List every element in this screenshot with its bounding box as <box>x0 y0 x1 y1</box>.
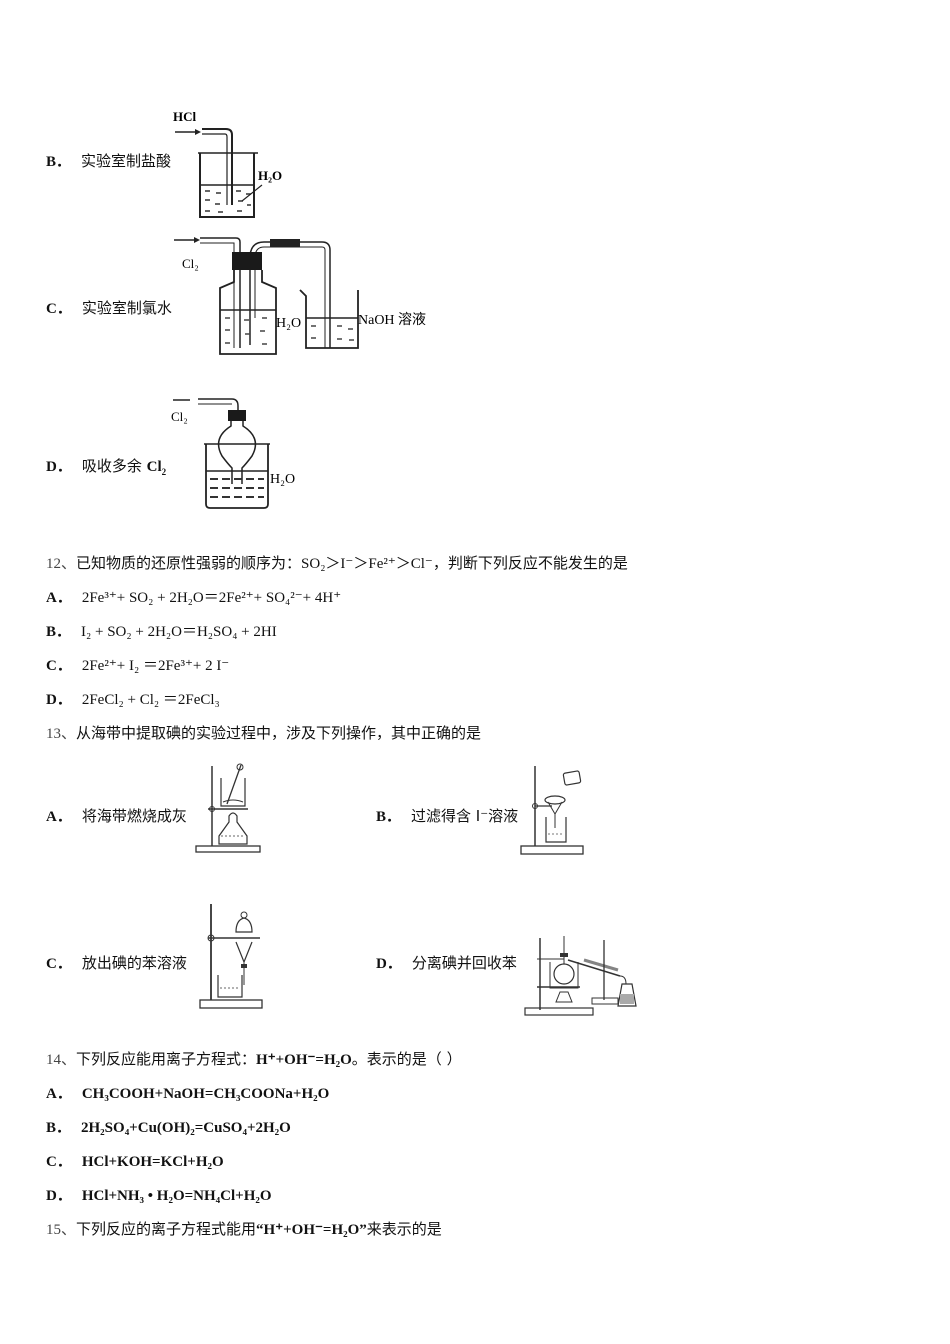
option-text: 实验室制盐酸 <box>81 152 172 170</box>
q12-option-b: B．I₂ + SO₂ + 2H₂O＝H₂SO₄ + 2HI <box>46 624 277 640</box>
option-letter: B． <box>46 154 72 170</box>
q12-stem: 12、已知物质的还原性强弱的顺序为：SO₂＞I⁻＞Fe²⁺＞Cl⁻，判断下列反应… <box>46 554 628 572</box>
q12-option-c: C．2Fe²⁺+ I₂ ＝2Fe³⁺+ 2 I⁻ <box>46 658 230 674</box>
chlorine-absorption-diagram: Cl₂ H₂O <box>171 398 295 509</box>
option-letter: C． <box>46 301 72 317</box>
q14-stem: 14、下列反应能用离子方程式：H⁺+OH⁻=H₂O。表示的是（ ） <box>46 1050 462 1068</box>
q12-option-a: A．2Fe³⁺+ SO₂ + 2H₂O＝2Fe²⁺+ SO₄²⁻+ 4H⁺ <box>46 590 342 606</box>
hcl-absorption-diagram: HCl H₂O <box>173 109 282 218</box>
distillation-diagram <box>524 936 637 1016</box>
question-number: 12、 <box>46 556 77 572</box>
burning-seaweed-diagram <box>195 763 261 853</box>
q13-stem: 13、从海带中提取碘的实验过程中，涉及下列操作，其中正确的是 <box>46 724 482 742</box>
chlorine-water-diagram: Cl₂ H₂O NaOH 溶液 <box>174 237 426 355</box>
liquid-label-naoh: NaOH 溶液 <box>358 312 426 328</box>
equation: 2Fe²⁺+ I₂ ＝2Fe³⁺+ 2 I⁻ <box>81 658 230 674</box>
equation: CH₃COOH+NaOH=CH₃COONa+H₂O <box>81 1086 330 1102</box>
equation: 2H₂SO₄+Cu(OH)₂=CuSO₄+2H₂O <box>81 1120 291 1136</box>
gas-label: HCl <box>173 109 197 124</box>
stem-formula: SO₂＞I⁻＞Fe²⁺＞Cl⁻ <box>301 556 433 572</box>
equation: HCl+NH₃ • H₂O=NH₄Cl+H₂O <box>81 1188 272 1204</box>
q13-option-b: B．过滤得含 I⁻溶液 <box>376 807 519 825</box>
q15-stem: 15、下列反应的离子方程式能用“H⁺+OH⁻=H₂O”来表示的是 <box>46 1220 442 1238</box>
q11-option-b: B． 实验室制盐酸 <box>46 151 171 172</box>
q13-option-c: C．放出碘的苯溶液 <box>46 954 187 972</box>
q12-option-d: D．2FeCl₂ + Cl₂ ＝2FeCl₃ <box>46 692 220 708</box>
stem-formula: H⁺+OH⁻=H₂O <box>256 1052 352 1068</box>
q14-option-d: D．HCl+NH₃ • H₂O=NH₄Cl+H₂O <box>46 1188 272 1204</box>
separatory-funnel-diagram <box>199 904 263 1009</box>
option-text: 吸收多余 <box>81 457 147 475</box>
gas-label: Cl₂ <box>182 256 199 271</box>
liquid-label: H₂O <box>270 472 295 487</box>
q13-option-d: D．分离碘并回收苯 <box>376 954 517 972</box>
question-number: 15、 <box>46 1222 77 1238</box>
question-number: 13、 <box>46 726 77 742</box>
option-text: 实验室制氯水 <box>81 299 172 317</box>
question-number: 14、 <box>46 1052 77 1068</box>
equation: 2Fe³⁺+ SO₂ + 2H₂O＝2Fe²⁺+ SO₄²⁻+ 4H⁺ <box>81 590 342 606</box>
option-letter: D． <box>46 459 72 475</box>
equation: HCl+KOH=KCl+H₂O <box>81 1154 224 1170</box>
q11-option-c: C． 实验室制氯水 <box>46 298 172 319</box>
q14-option-c: C．HCl+KOH=KCl+H₂O <box>46 1154 224 1170</box>
formula: Cl2 <box>146 459 167 477</box>
equation: 2FeCl₂ + Cl₂ ＝2FeCl₃ <box>81 692 220 708</box>
liquid-label: H₂O <box>258 168 282 183</box>
q11-option-d: D． 吸收多余 Cl2 <box>46 456 166 477</box>
equation: I₂ + SO₂ + 2H₂O＝H₂SO₄ + 2HI <box>81 624 277 640</box>
q13-option-a: A．将海带燃烧成灰 <box>46 807 187 825</box>
stem-formula: “H⁺+OH⁻=H₂O” <box>256 1222 367 1238</box>
q14-option-b: B．2H₂SO₄+Cu(OH)₂=CuSO₄+2H₂O <box>46 1120 291 1136</box>
gas-label: Cl₂ <box>171 409 188 424</box>
filtration-diagram <box>520 766 584 855</box>
liquid-label: H₂O <box>276 316 301 331</box>
q14-option-a: A．CH₃COOH+NaOH=CH₃COONa+H₂O <box>46 1086 330 1102</box>
